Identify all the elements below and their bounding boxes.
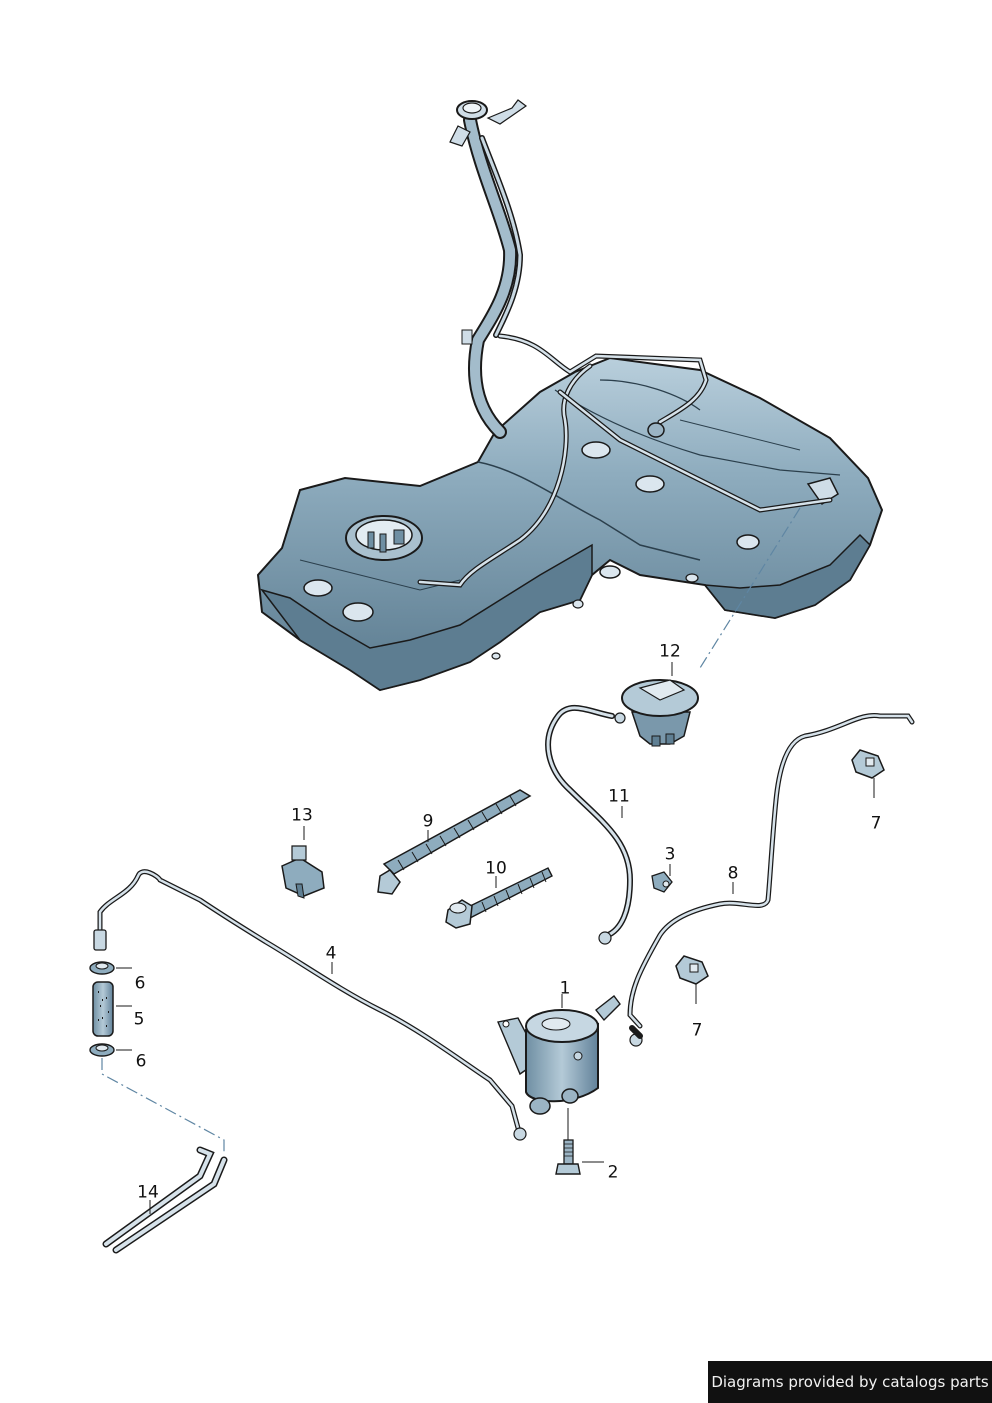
- part-9-strap: [377, 789, 532, 895]
- assembly-line-tank-12: [699, 507, 801, 669]
- footer-credit-text: Diagrams provided by catalogs parts: [711, 1373, 989, 1391]
- callout-12: 12: [659, 641, 681, 662]
- callout-3: 3: [664, 844, 676, 865]
- callout-7-upper: 7: [870, 813, 882, 834]
- callout-9: 9: [422, 811, 434, 832]
- callout-5: 5: [133, 1009, 145, 1030]
- callout-4: 4: [325, 943, 337, 964]
- fuel-tank: [256, 356, 884, 692]
- callout-11: 11: [608, 786, 630, 807]
- part-6-grommet-lower: [89, 1043, 115, 1057]
- part-5-filter: [92, 981, 114, 1037]
- footer-credit-banner: Diagrams provided by catalogs parts: [708, 1361, 992, 1403]
- callout-10: 10: [485, 858, 507, 879]
- part-8-line: [627, 712, 915, 1047]
- callout-6-lower: 6: [135, 1051, 147, 1072]
- callout-7-lower: 7: [691, 1020, 703, 1041]
- part-13-holder: [281, 845, 325, 899]
- part-4-line: [93, 869, 527, 1141]
- assembly-line-6-14: [101, 1058, 225, 1154]
- part-1-canister: [497, 995, 621, 1115]
- part-2-bolt: [555, 1108, 581, 1175]
- part-7-clip-lower: [675, 955, 709, 985]
- part-10-tie: [445, 867, 553, 929]
- filler-neck: [449, 99, 528, 439]
- tank-vent-lines: [417, 333, 833, 588]
- part-6-grommet-upper: [89, 961, 115, 975]
- callout-14: 14: [137, 1182, 159, 1203]
- callout-8: 8: [727, 863, 739, 884]
- part-11-hose: [545, 705, 634, 945]
- callout-1: 1: [559, 978, 571, 999]
- callout-2: 2: [607, 1162, 619, 1183]
- callout-6-upper: 6: [134, 973, 146, 994]
- part-14-hose: [102, 1146, 228, 1254]
- part-7-clip-upper: [851, 749, 885, 779]
- part-3-clip: [651, 871, 673, 893]
- part-12-valve: [614, 679, 699, 747]
- callout-13: 13: [291, 805, 313, 826]
